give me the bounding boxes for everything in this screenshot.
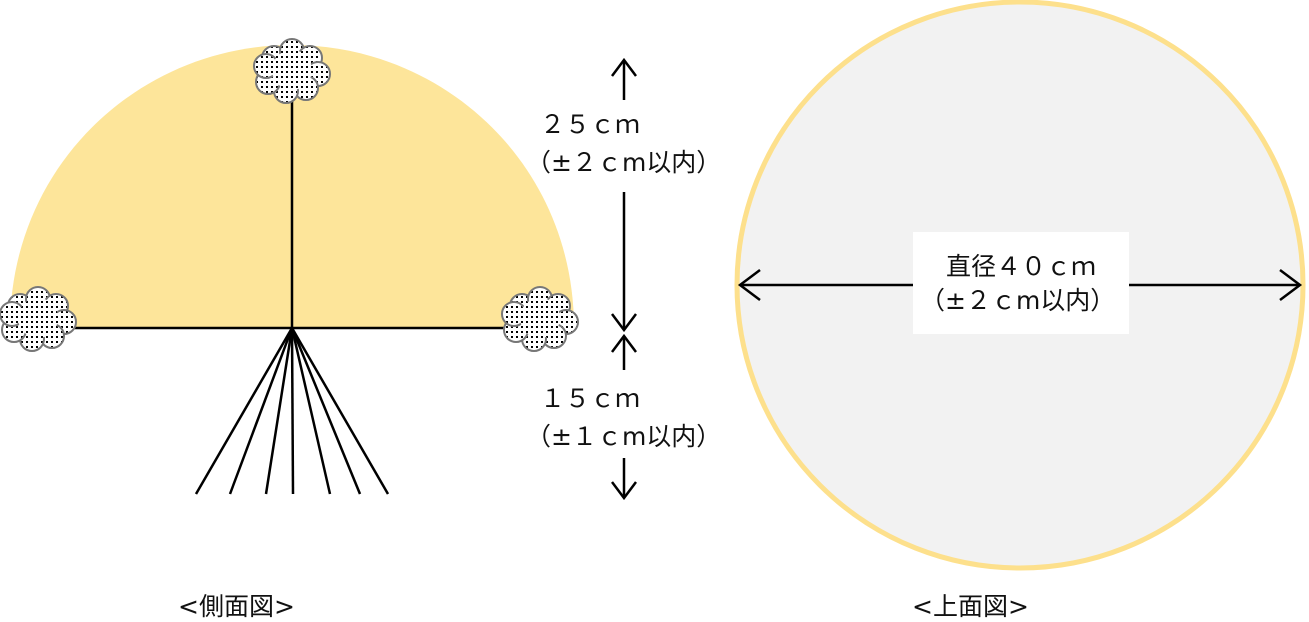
top-view-caption: <上面図>	[912, 592, 1029, 621]
leg-lines	[194, 327, 390, 495]
diameter-value: 直径４０ｃｍ	[946, 252, 1097, 281]
diameter-label-box	[913, 232, 1129, 334]
puff-right	[501, 286, 579, 352]
height-upper-value: ２５ｃｍ	[540, 110, 641, 139]
height-lower-tolerance: （±１ｃm以内）	[526, 422, 722, 451]
height-lower-value: １５ｃｍ	[540, 384, 641, 413]
side-view-caption: <側面図>	[178, 592, 295, 621]
puff-left	[0, 286, 77, 352]
diameter-arrow	[737, 269, 1303, 301]
height-upper-arrow	[611, 57, 637, 333]
diameter-tolerance: （±２ｃm以内）	[920, 286, 1116, 315]
height-lower-arrow	[611, 333, 637, 501]
puff-top	[253, 38, 331, 104]
height-upper-tolerance: （±２ｃm以内）	[526, 148, 722, 177]
